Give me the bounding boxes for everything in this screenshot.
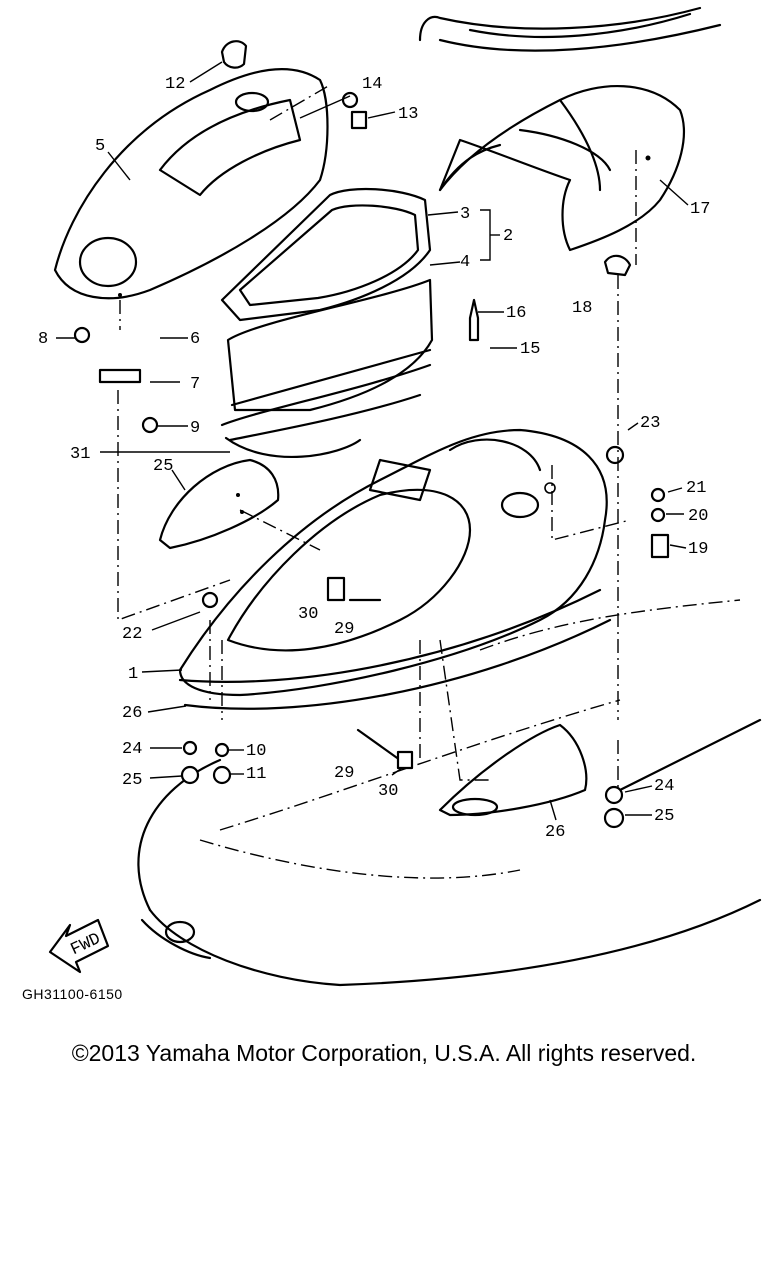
seal-part-31 <box>224 436 362 458</box>
seat-fragment-top <box>418 6 722 52</box>
callout-13: 13 <box>398 105 418 124</box>
side-panel-28 <box>158 458 280 550</box>
hatch-cover <box>53 68 329 300</box>
callout-24: 24 <box>122 740 142 759</box>
callouts: 12 14 13 5 3 2 4 17 16 15 18 8 6 7 9 31 … <box>38 61 710 842</box>
callout-25: 25 <box>122 771 142 790</box>
cap-part-12 <box>220 40 248 69</box>
callout-26: 26 <box>122 704 142 723</box>
callout-5: 5 <box>95 137 105 156</box>
callout-15: 15 <box>520 340 540 359</box>
callout-10: 10 <box>246 742 266 761</box>
callout-14: 14 <box>362 75 382 94</box>
callout-22: 22 <box>122 625 142 644</box>
exploded-parts-diagram: FWD 12 14 13 5 3 2 4 17 16 15 18 8 6 7 9… <box>38 6 762 987</box>
callout-29: 29 <box>334 620 354 639</box>
callout-28: 25 <box>153 457 173 476</box>
copyright-notice: ©2013 Yamaha Motor Corporation, U.S.A. A… <box>71 1040 697 1066</box>
callout-31: 31 <box>70 445 90 464</box>
callout-19: 19 <box>688 540 708 559</box>
callout-21: 21 <box>686 479 706 498</box>
fwd-arrow-icon: FWD <box>48 918 110 974</box>
callout-8: 8 <box>38 330 48 349</box>
callout-6: 6 <box>190 330 200 349</box>
callout-16: 16 <box>506 304 526 323</box>
callout-18: 18 <box>572 299 592 318</box>
callout-12: 12 <box>165 75 185 94</box>
callout-7: 7 <box>190 375 200 394</box>
callout-4: 4 <box>460 253 470 272</box>
callout-11: 11 <box>246 765 266 784</box>
storage-box <box>220 187 434 442</box>
callout-27: 26 <box>545 823 565 842</box>
assembly-lines <box>117 84 637 790</box>
callout-23: 23 <box>640 414 660 433</box>
bolt-part-13 <box>350 110 368 130</box>
callout-1: 1 <box>128 665 138 684</box>
washer-part-14 <box>341 91 359 109</box>
callout-20: 20 <box>688 507 708 526</box>
side-panel-27 <box>438 723 588 817</box>
callout-30: 30 <box>298 605 318 624</box>
diagram-code: GH31100-6150 <box>22 986 123 1002</box>
callout-29b: 29 <box>334 764 354 783</box>
callout-30b: 30 <box>378 782 398 801</box>
callout-24b: 24 <box>654 777 674 796</box>
callout-25b: 25 <box>654 807 674 826</box>
callout-17: 17 <box>690 200 710 219</box>
callout-3: 3 <box>460 205 470 224</box>
callout-2: 2 <box>503 227 513 246</box>
hardware-parts <box>73 254 670 829</box>
deck-body <box>178 428 612 710</box>
rear-seat-cover <box>438 85 685 252</box>
callout-9: 9 <box>190 419 200 438</box>
